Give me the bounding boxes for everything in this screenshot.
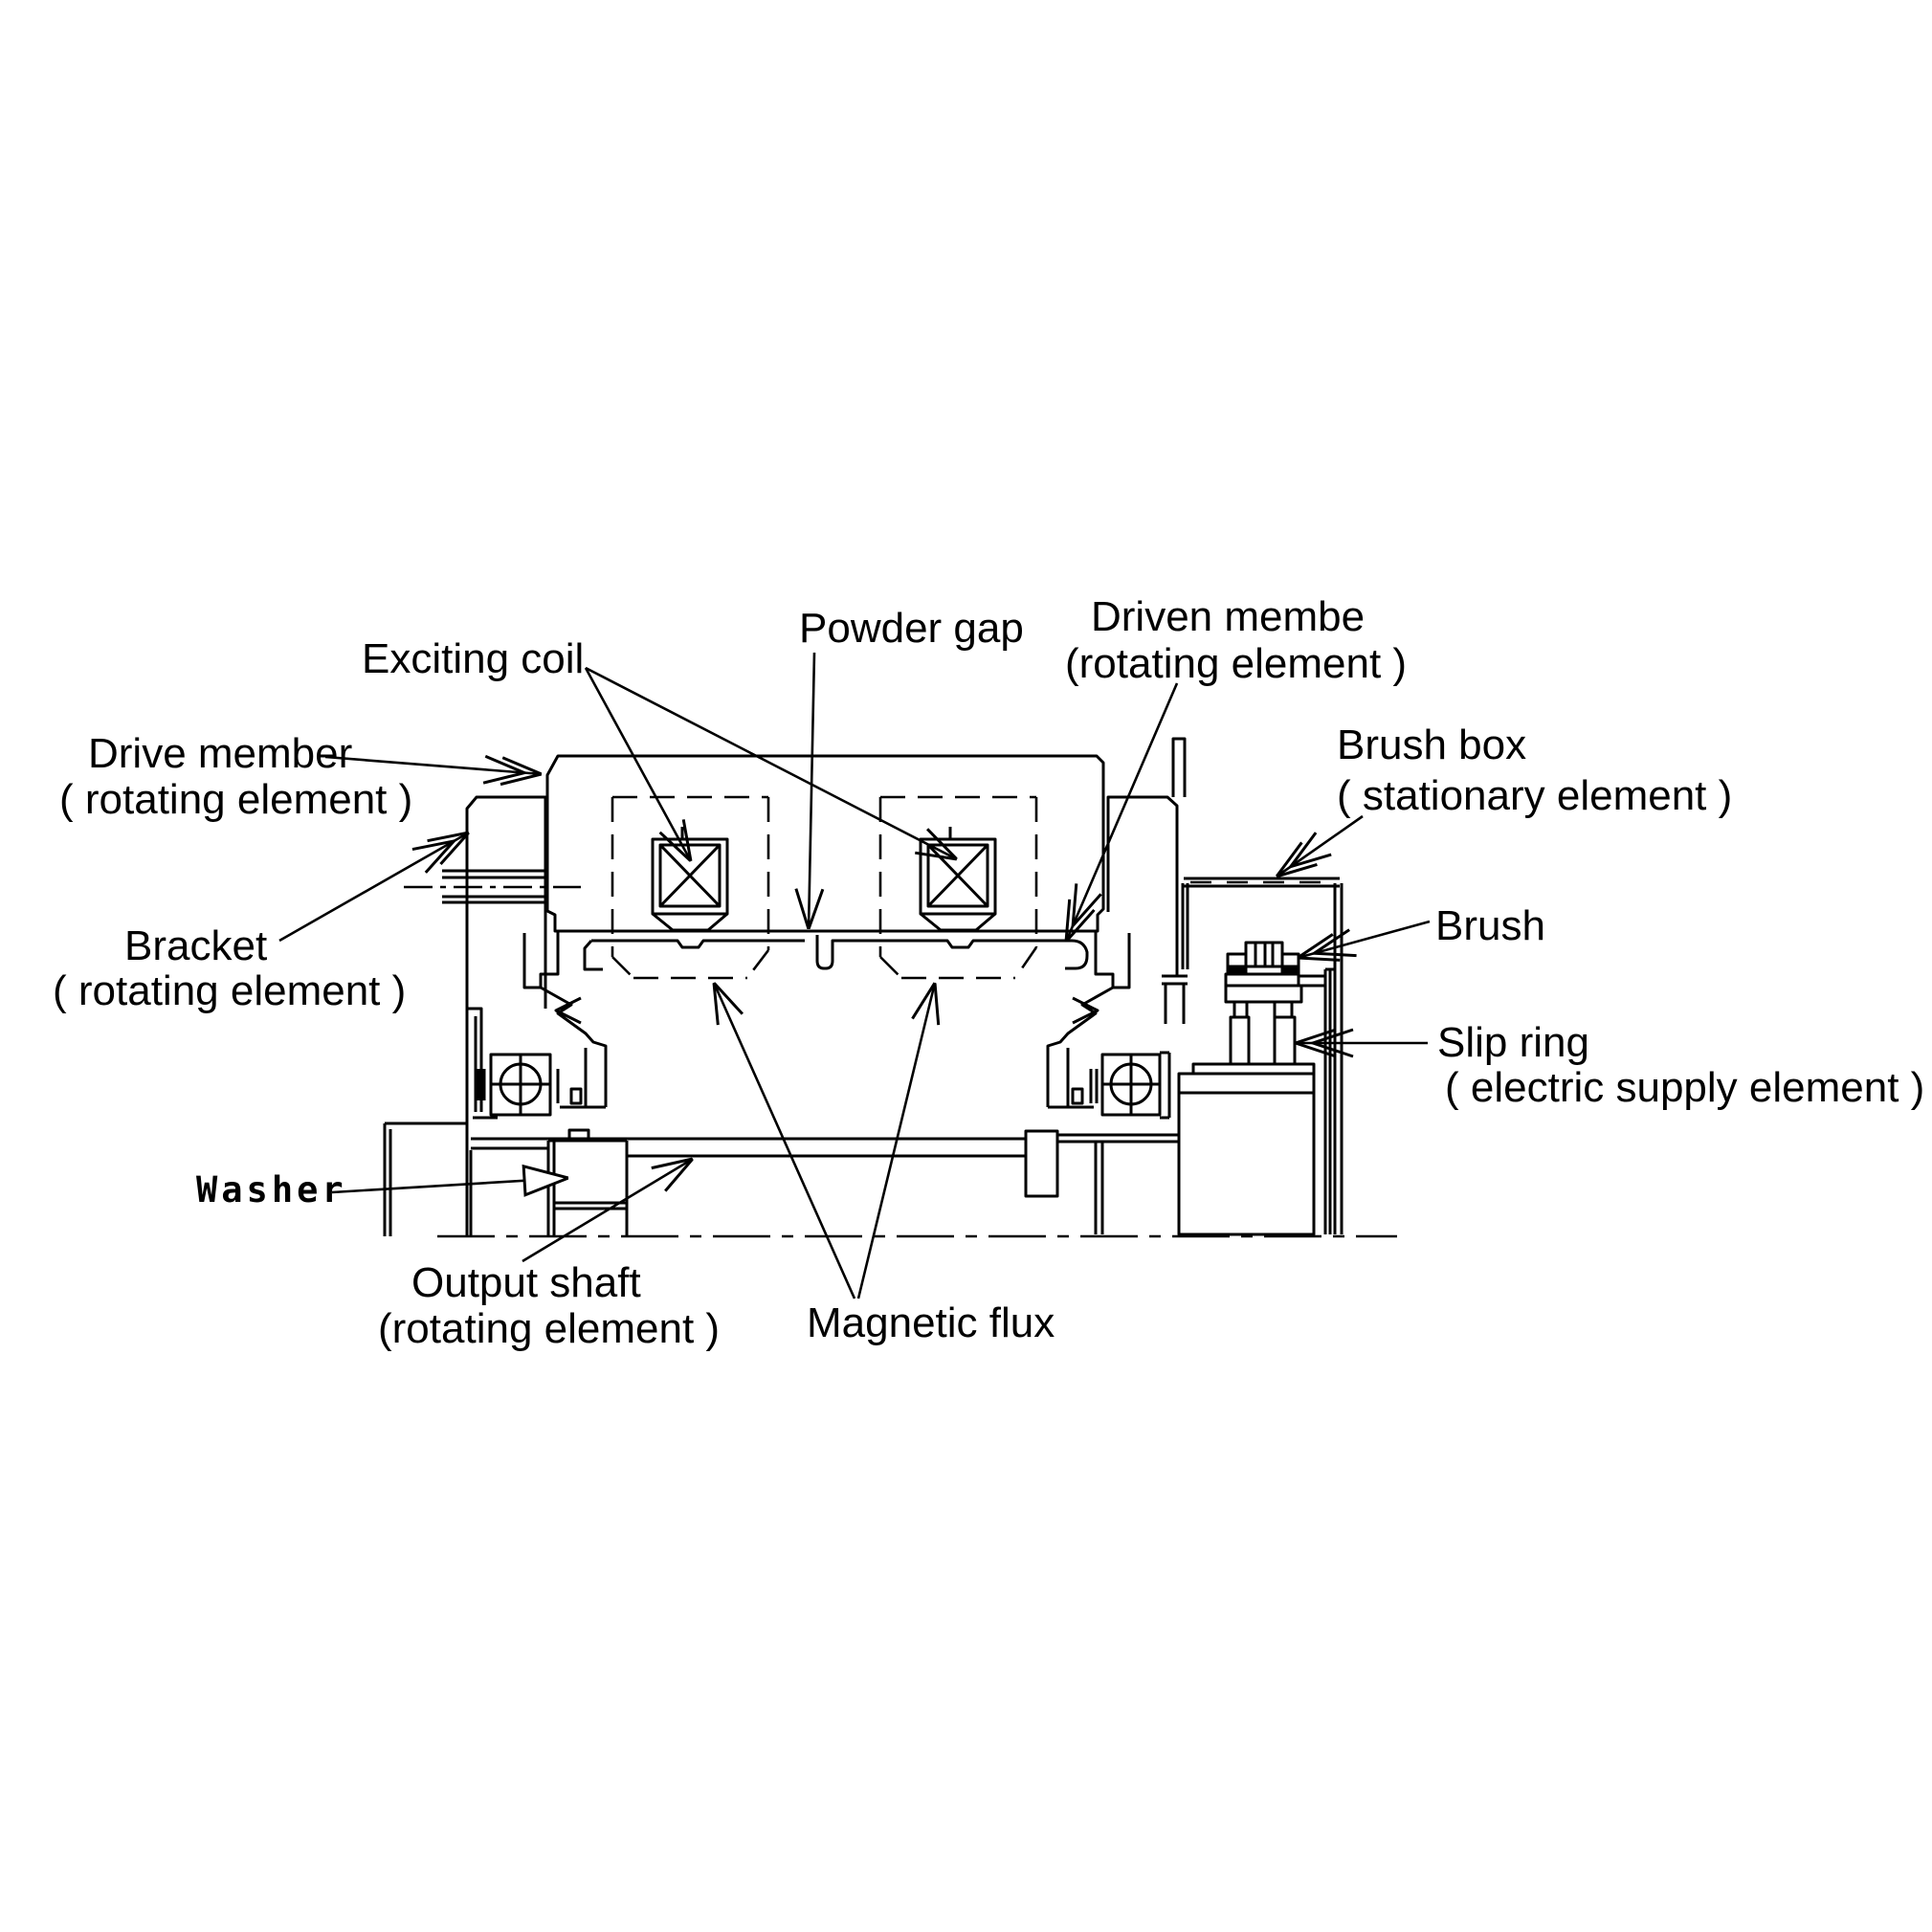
- label-driven-member-line1: Driven membe: [1091, 593, 1365, 640]
- exciting-coil-left-section: [651, 827, 729, 932]
- label-slip-ring-line2: ( electric supply element ): [1445, 1064, 1924, 1111]
- leader-magnetic-flux-left: [714, 983, 856, 1299]
- brush-assembly: [1177, 941, 1326, 1236]
- label-brush-box-line1: Brush box: [1337, 722, 1526, 768]
- label-slip-ring-line1: Slip ring: [1437, 1019, 1589, 1066]
- leader-exciting-coil-left: [584, 667, 691, 861]
- washer-part: [546, 1128, 629, 1236]
- label-driven-member-line2: (rotating element ): [1065, 640, 1407, 687]
- leader-bracket: [278, 833, 469, 943]
- flux-path-dashed-right: [878, 795, 1038, 980]
- leader-powder-gap: [809, 652, 814, 929]
- housing-right-lip: [1171, 737, 1187, 797]
- machine-geometry: [383, 737, 1397, 1238]
- leader-magnetic-flux-right: [856, 983, 935, 1299]
- leader-brush-box: [1277, 814, 1364, 877]
- leader-brush: [1298, 920, 1431, 958]
- label-powder-gap: Powder gap: [799, 605, 1024, 652]
- label-magnetic-flux: Magnetic flux: [807, 1299, 1055, 1346]
- slip-ring-left: [1229, 1015, 1251, 1066]
- leader-driven-member: [1066, 682, 1179, 942]
- output-shaft-and-washer: [383, 1121, 1179, 1236]
- label-drive-member-line2: ( rotating element ): [59, 776, 412, 823]
- bracket-bolt-lines: [442, 869, 545, 904]
- label-bracket-line1: Bracket: [124, 922, 267, 969]
- right-bearing: [1089, 1051, 1171, 1120]
- leader-exciting-coil-right: [585, 666, 957, 859]
- leader-lines: [278, 652, 1431, 1299]
- leader-output-shaft: [522, 1159, 693, 1263]
- exciting-coil-right-section: [919, 827, 997, 932]
- label-brush: Brush: [1435, 902, 1545, 949]
- label-brush-box-line2: ( stationary element ): [1337, 772, 1732, 819]
- left-hook: [522, 931, 608, 1109]
- label-bracket-line2: ( rotating element ): [53, 967, 406, 1014]
- slip-ring-hub: [1177, 1091, 1316, 1236]
- leader-washer: [331, 1178, 568, 1192]
- label-drive-member-line1: Drive member: [88, 730, 352, 777]
- slip-ring-right: [1273, 1015, 1297, 1066]
- right-hook: [1046, 931, 1131, 1109]
- brush-box: [1181, 877, 1344, 1234]
- flux-path-dashed-left: [611, 795, 770, 980]
- label-washer: Washer: [196, 1169, 347, 1210]
- leader-drive-member: [324, 757, 542, 774]
- label-output-shaft-line2: (rotating element ): [378, 1305, 720, 1352]
- bracket-body: [465, 795, 547, 1236]
- right-hub-block: [1106, 795, 1188, 1024]
- label-output-shaft-line1: Output shaft: [411, 1259, 641, 1306]
- drive-member-housing: [545, 754, 1105, 933]
- left-bearing: [477, 1053, 560, 1117]
- driven-member-plate: [583, 935, 1089, 971]
- label-exciting-coil: Exciting coil: [362, 635, 584, 682]
- bracket-bearing-pocket: [467, 1007, 498, 1120]
